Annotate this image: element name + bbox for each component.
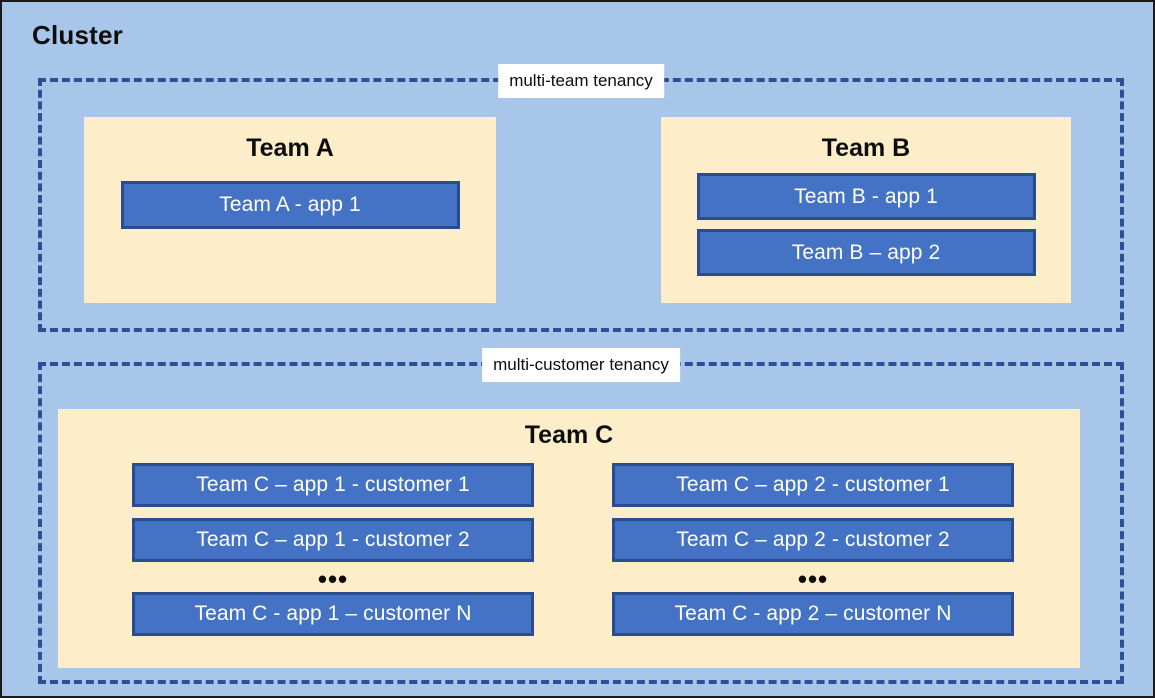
tenancy-label-multi-customer: multi-customer tenancy	[482, 348, 680, 382]
team-title-team-b: Team B	[821, 134, 911, 162]
app-list-team-a: Team A - app 1	[120, 181, 460, 229]
team-panel-team-a: Team A Team A - app 1	[84, 117, 496, 303]
app-box-team-c-app-1-customer-1[interactable]: Team C – app 1 - customer 1	[132, 463, 534, 507]
app-box-team-c-app-1-customer-n[interactable]: Team C - app 1 – customer N	[132, 592, 534, 636]
tenancy-zone-multi-team: multi-team tenancy	[38, 64, 1124, 332]
app-box-team-c-app-2-customer-2[interactable]: Team C – app 2 - customer 2	[612, 518, 1014, 562]
team-title-team-a: Team A	[246, 134, 334, 162]
team-title-team-c: Team C	[524, 421, 614, 449]
app-box-team-b-app-2[interactable]: Team B – app 2	[696, 229, 1036, 276]
ellipsis-team-c-app-1: •••	[317, 564, 349, 594]
app-box-team-c-app-2-customer-n[interactable]: Team C - app 2 – customer N	[612, 592, 1014, 636]
app-box-team-a-app-1[interactable]: Team A - app 1	[120, 181, 460, 229]
ellipsis-team-c-app-2: •••	[797, 564, 829, 594]
app-column-team-c-app-1: Team C – app 1 - customer 1 Team C – app…	[132, 463, 534, 636]
app-box-team-b-app-1[interactable]: Team B - app 1	[696, 173, 1036, 220]
team-panel-team-c: Team C Team C – app 1 - customer 1 Team …	[58, 409, 1080, 668]
app-box-team-c-app-2-customer-1[interactable]: Team C – app 2 - customer 1	[612, 463, 1014, 507]
tenancy-label-multi-team: multi-team tenancy	[498, 64, 664, 98]
app-box-team-c-app-1-customer-2[interactable]: Team C – app 1 - customer 2	[132, 518, 534, 562]
app-list-team-b: Team B - app 1 Team B – app 2	[696, 173, 1036, 276]
tenancy-zone-multi-customer: multi-customer tenancy	[38, 348, 1124, 684]
app-columns-team-c: Team C – app 1 - customer 1 Team C – app…	[132, 463, 1014, 636]
team-panel-team-b: Team B Team B - app 1 Team B – app 2	[661, 117, 1071, 303]
app-column-team-c-app-2: Team C – app 2 - customer 1 Team C – app…	[612, 463, 1014, 636]
cluster-title: Cluster	[32, 20, 123, 50]
